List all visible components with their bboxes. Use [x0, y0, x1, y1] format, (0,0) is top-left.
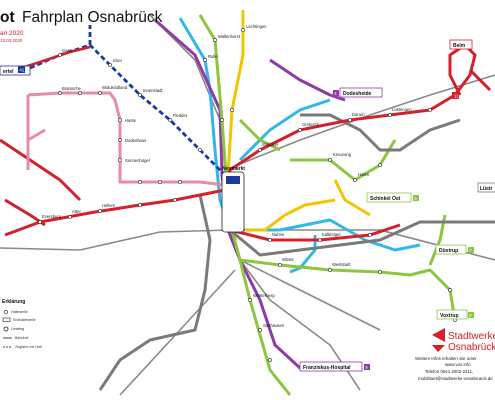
station-labels: Bramsche Widukindland Haste Dodeshaus So…: [42, 24, 412, 328]
svg-text:Rulle: Rulle: [208, 54, 218, 59]
neumarkt-hub[interactable]: Neumarkt: [221, 166, 245, 233]
svg-text:7: 7: [469, 248, 472, 253]
svg-text:Eversburg: Eversburg: [42, 214, 62, 219]
svg-text:Gretesch: Gretesch: [302, 122, 320, 127]
svg-text:Haste: Haste: [125, 118, 137, 123]
svg-text:8: 8: [469, 313, 472, 318]
brand-email: mobilitaet@stadtwerke-osnabrueck.de: [418, 376, 493, 381]
svg-text:Lüstringen: Lüstringen: [392, 107, 412, 112]
svg-text:Kreuzung: Kreuzung: [333, 152, 352, 157]
neumarkt-label: Neumarkt: [222, 166, 245, 172]
svg-text:Fledder: Fledder: [173, 113, 188, 118]
svg-text:Wüste: Wüste: [282, 257, 295, 262]
terminus-distrup: Düstrup: [435, 244, 467, 255]
title-sub: an 2020: [0, 30, 24, 37]
svg-text:41: 41: [20, 68, 25, 73]
lustringen-label: Lüstr: [480, 186, 493, 192]
svg-text:Bahnhof: Bahnhof: [15, 336, 28, 340]
svg-text:Hafen: Hafen: [358, 172, 370, 177]
brand-block: Stadtwerke Osnabrück Weitere Infos erhal…: [415, 328, 495, 381]
brand-name1: Stadtwerke: [448, 331, 495, 342]
title-main: Fahrplan Osnabrück: [22, 9, 163, 26]
svg-text:Westerberg: Westerberg: [253, 293, 275, 298]
svg-text:3: 3: [414, 196, 417, 201]
stadtwerke-logo-icon: [432, 328, 445, 352]
svg-text:Weststadt: Weststadt: [332, 262, 351, 267]
terminus-dodesheide: Dodesheide: [339, 87, 383, 98]
brand-tag: Weitere Infos erhalten Sie unter: [415, 356, 477, 361]
line-badges: 41 11 4 3 7 8 9: [18, 66, 474, 370]
svg-text:Endhaltestelle: Endhaltestelle: [13, 318, 36, 322]
svg-text:4: 4: [334, 91, 337, 96]
ertel-label: ertel: [3, 69, 14, 75]
svg-text:Schinkel: Schinkel: [262, 142, 278, 147]
dodesheide-label: Dodesheide: [343, 91, 372, 97]
svg-text:Sonnenhügel: Sonnenhügel: [125, 158, 150, 163]
svg-text:11: 11: [454, 94, 459, 99]
title-prefix: ot: [0, 9, 15, 26]
svg-text:Umstieg: Umstieg: [11, 327, 24, 331]
svg-text:Sutthausen: Sutthausen: [263, 323, 285, 328]
legend-title: Erklärung: [2, 299, 25, 305]
brand-phone: Telefon 0541 2002-2211,: [425, 369, 473, 374]
franziskus-label: Franziskus-Hospital: [303, 365, 351, 371]
svg-text:Lechtingen: Lechtingen: [246, 24, 267, 29]
terminus-ertel: ertel: [0, 65, 31, 76]
brand-url: www.vos.info: [445, 362, 471, 367]
brand-name2: Osnabrück: [448, 342, 495, 353]
rail-lines: [0, 14, 495, 396]
line-grey: [98, 113, 495, 391]
svg-text:Icker: Icker: [113, 58, 123, 63]
svg-text:Kalkhügel: Kalkhügel: [322, 232, 340, 237]
line-purple: [154, 18, 346, 370]
svg-text:Hellern: Hellern: [102, 203, 116, 208]
voxtrup-label: Voxtrup: [440, 313, 459, 319]
svg-text:Darum: Darum: [352, 112, 365, 117]
svg-text:9: 9: [365, 365, 368, 370]
svg-text:Zugfahrt mit Halt: Zugfahrt mit Halt: [15, 345, 42, 349]
terminus-lustringen: Lüstr: [477, 182, 495, 193]
svg-text:Wallenhorst: Wallenhorst: [218, 34, 241, 39]
legend: Erklärung Haltestelle Endhaltestelle Ums…: [2, 299, 42, 349]
terminus-franziskus: Franziskus-Hospital: [299, 361, 363, 372]
distrup-label: Düstrup: [439, 248, 458, 254]
schinkel-ost-label: Schinkel Ost: [370, 196, 401, 202]
title-date: 13.03.2020: [0, 38, 23, 43]
svg-text:Widukindland: Widukindland: [102, 85, 128, 90]
stations: [38, 28, 457, 362]
svg-text:Haltestelle: Haltestelle: [11, 310, 28, 314]
svg-text:Gaste: Gaste: [62, 48, 74, 53]
map-title: ot Fahrplan Osnabrück an 2020 13.03.2020: [0, 9, 163, 43]
belm-label: Belm: [453, 43, 466, 49]
terminus-voxtrup: Voxtrup: [436, 309, 468, 320]
line-blue: [29, 25, 226, 176]
terminus-schinkel-ost: Schinkel Ost: [366, 192, 412, 203]
terminus-belm: Belm: [449, 39, 473, 50]
svg-text:Nahne: Nahne: [272, 232, 285, 237]
svg-text:Innenstadt: Innenstadt: [143, 88, 163, 93]
svg-text:Atter: Atter: [72, 209, 81, 214]
svg-text:Dodeshaus: Dodeshaus: [125, 138, 146, 143]
svg-text:Bramsche: Bramsche: [62, 86, 82, 91]
